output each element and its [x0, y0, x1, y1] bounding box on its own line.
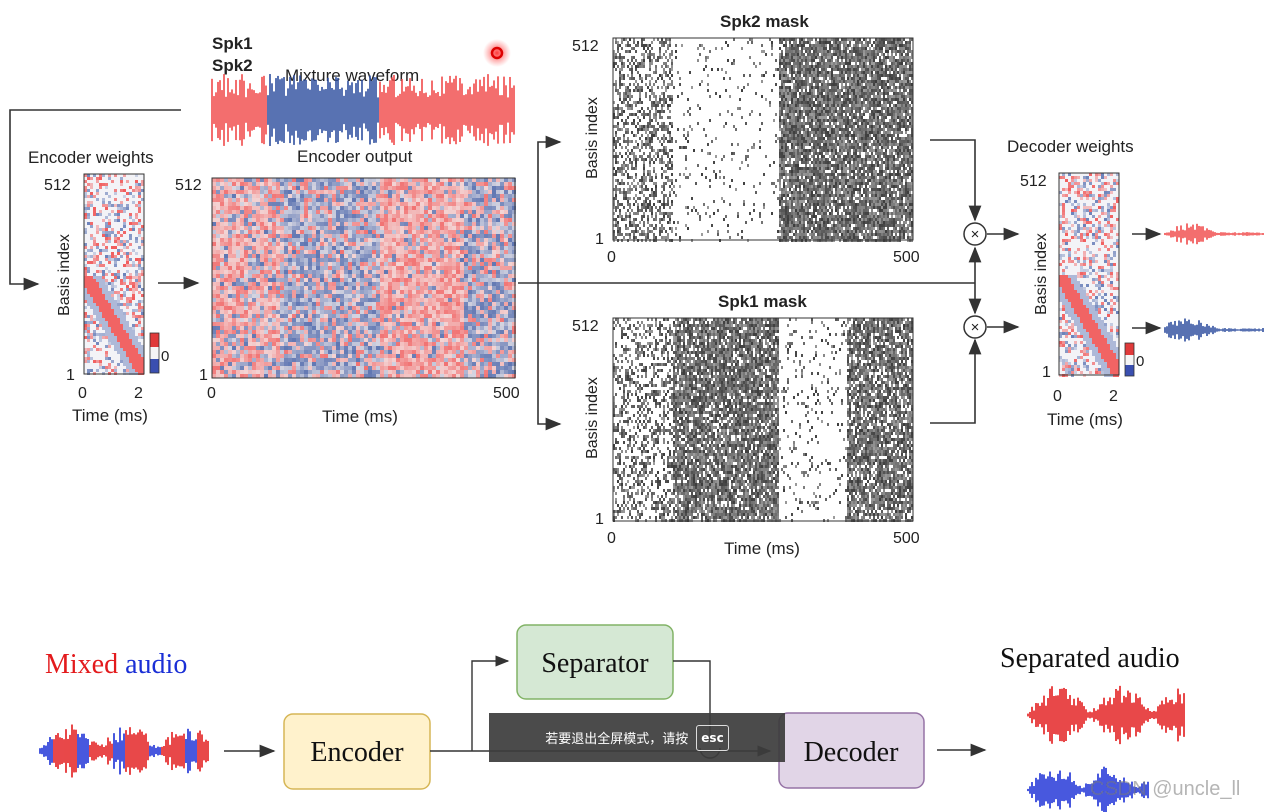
- multiply-node-spk1: ×: [963, 315, 987, 339]
- encoder-weights-colorbar-zero: 0: [161, 348, 169, 365]
- mixture-waveform: [211, 74, 515, 146]
- mixed-audio-label: Mixed audio: [45, 649, 187, 680]
- encoder-output-xlabel: Time (ms): [322, 407, 398, 426]
- spk2-mask-heatmap: [613, 38, 913, 242]
- spk1-mask-ytick-512: 512: [572, 318, 599, 335]
- decoder-weights-colorbar-zero: 0: [1136, 353, 1144, 370]
- spk1-mask-xtick-0: 0: [607, 530, 616, 547]
- decoder-weights-xtick-2: 2: [1109, 388, 1118, 405]
- separator-block: Separator: [516, 624, 674, 700]
- encoder-weights-heatmap: [84, 174, 144, 375]
- esc-key-badge[interactable]: esc: [696, 724, 729, 751]
- separated-waveform-spk2: [1164, 223, 1264, 245]
- encoder-output-title: Encoder output: [297, 147, 413, 166]
- fullscreen-exit-text: 若要退出全屏模式，请按: [545, 732, 689, 747]
- spk2-mask-title: Spk2 mask: [720, 12, 809, 31]
- spk1-mask-title: Spk1 mask: [718, 292, 807, 311]
- encoder-output-ytick-1: 1: [199, 367, 208, 384]
- separator-block-label: Separator: [541, 648, 649, 679]
- decoder-weights-xlabel: Time (ms): [1047, 410, 1123, 429]
- decoder-block-label: Decoder: [804, 737, 900, 768]
- encoder-output-xtick-0: 0: [207, 385, 216, 402]
- spk1-mask-heatmap: [613, 318, 913, 522]
- legend-spk1: Spk1: [212, 34, 253, 53]
- record-indicator-icon: [483, 39, 511, 67]
- encoder-weights-ytick-512: 512: [44, 177, 71, 194]
- decoder-weights-ytick-1: 1: [1042, 364, 1051, 381]
- encoder-output-heatmap: [212, 178, 516, 378]
- decoder-weights-ylabel: Basis index: [1033, 233, 1050, 315]
- decoder-weights-heatmap: [1059, 173, 1119, 377]
- encoder-weights-title: Encoder weights: [28, 148, 154, 167]
- input-arrow: [9, 109, 181, 291]
- encoder-weights-xlabel: Time (ms): [72, 406, 148, 425]
- encoder-weights-colorbar: [149, 332, 160, 374]
- separated-audio-waveform-red: [1027, 685, 1185, 745]
- spk2-mask-ylabel: Basis index: [584, 97, 601, 179]
- encoder-block: Encoder: [283, 713, 431, 790]
- separated-audio-label: Separated audio: [1000, 643, 1180, 674]
- decoder-block: Decoder: [778, 712, 925, 789]
- fullscreen-exit-toast: 若要退出全屏模式，请按 esc: [489, 713, 785, 762]
- encoder-block-label: Encoder: [310, 737, 404, 768]
- spk2-mask-ytick-1: 1: [595, 231, 604, 248]
- encoder-weights-xtick-2: 2: [134, 385, 143, 402]
- decoder-weights-colorbar: [1124, 342, 1135, 377]
- mixed-audio-waveform: [39, 724, 209, 778]
- separated-audio-waveform-blue: [1027, 766, 1149, 812]
- separated-waveform-spk1: [1164, 318, 1264, 342]
- spk1-mask-xlabel: Time (ms): [724, 539, 800, 558]
- encoder-output-ytick-512: 512: [175, 177, 202, 194]
- encoder-weights-ylabel: Basis index: [56, 234, 73, 316]
- legend-spk2: Spk2: [212, 56, 253, 75]
- decoder-weights-ytick-512: 512: [1020, 173, 1047, 190]
- spk2-mask-ytick-512: 512: [572, 38, 599, 55]
- mixture-waveform-label: Mixture waveform: [285, 66, 419, 85]
- spk2-mask-xtick-0: 0: [607, 249, 616, 266]
- decoder-weights-title: Decoder weights: [1007, 137, 1134, 156]
- encoder-weights-xtick-0: 0: [78, 385, 87, 402]
- decoder-weights-xtick-0: 0: [1053, 388, 1062, 405]
- spk1-mask-ytick-1: 1: [595, 511, 604, 528]
- spk1-mask-xtick-500: 500: [893, 530, 920, 547]
- spk1-mask-ylabel: Basis index: [584, 377, 601, 459]
- spk2-mask-xtick-500: 500: [893, 249, 920, 266]
- encoder-output-xtick-500: 500: [493, 385, 520, 402]
- multiply-node-spk2: ×: [963, 222, 987, 246]
- encoder-weights-ytick-1: 1: [66, 367, 75, 384]
- csdn-watermark: CSDN @uncle_ll: [1090, 778, 1241, 800]
